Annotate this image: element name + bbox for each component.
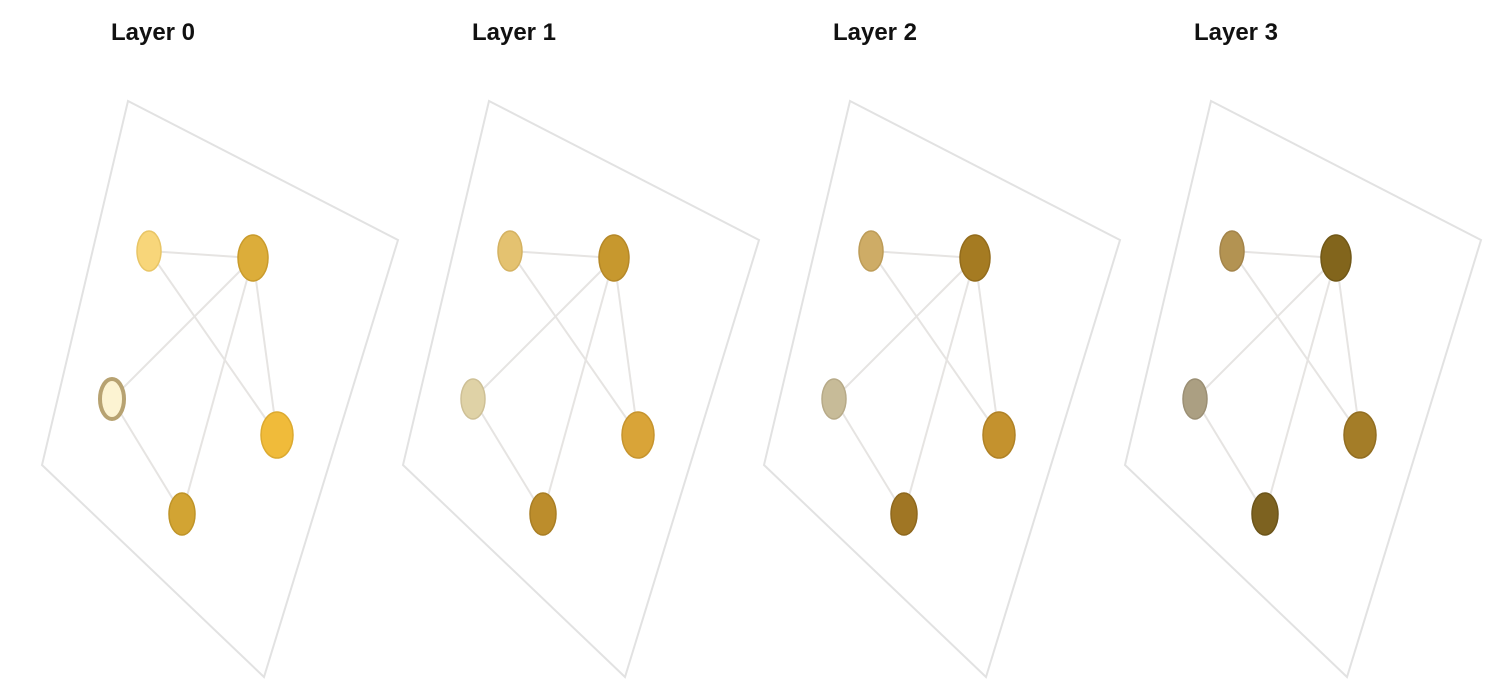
graph-node-1 bbox=[959, 234, 991, 282]
graph-edge-1-4 bbox=[181, 257, 254, 515]
graph-edge-1-2 bbox=[111, 257, 254, 400]
layer-plane-outline bbox=[1123, 99, 1483, 679]
graph-edge-2-4 bbox=[833, 398, 905, 515]
graph-edge-1-2 bbox=[833, 257, 976, 400]
graph-edge-0-1 bbox=[509, 250, 615, 259]
graph-edge-1-2 bbox=[472, 257, 615, 400]
graph-node-4 bbox=[168, 492, 196, 536]
graph-node-2 bbox=[1182, 378, 1208, 420]
graph-edge-2-4 bbox=[111, 398, 183, 515]
graph-node-2 bbox=[821, 378, 847, 420]
layer-panel-2: Layer 2 bbox=[762, 19, 1122, 679]
graph-node-3 bbox=[260, 411, 294, 459]
graph-edge-1-3 bbox=[1335, 257, 1361, 436]
graph-node-2 bbox=[98, 377, 126, 421]
graph-edge-1-2 bbox=[1194, 257, 1337, 400]
graph-edge-0-3 bbox=[1231, 250, 1361, 436]
graph-edge-2-4 bbox=[472, 398, 544, 515]
graph-edge-1-3 bbox=[974, 257, 1000, 436]
graph-node-2 bbox=[460, 378, 486, 420]
graph-edge-1-4 bbox=[1264, 257, 1337, 515]
graph-node-0 bbox=[497, 230, 523, 272]
graph-node-4 bbox=[890, 492, 918, 536]
layer-title: Layer 1 bbox=[472, 19, 556, 46]
graph-node-3 bbox=[982, 411, 1016, 459]
layer-panel-0: Layer 0 bbox=[40, 19, 400, 679]
graph-node-4 bbox=[529, 492, 557, 536]
graph-edge-0-3 bbox=[148, 250, 278, 436]
graph-node-3 bbox=[621, 411, 655, 459]
layer-plane-outline bbox=[401, 99, 761, 679]
graph-node-0 bbox=[858, 230, 884, 272]
graph-edge-0-1 bbox=[1231, 250, 1337, 259]
layer-title: Layer 0 bbox=[111, 19, 195, 46]
graph-edge-0-1 bbox=[870, 250, 976, 259]
graph-node-0 bbox=[1219, 230, 1245, 272]
graph-edge-1-3 bbox=[252, 257, 278, 436]
graph-node-1 bbox=[1320, 234, 1352, 282]
graph-edge-1-4 bbox=[542, 257, 615, 515]
graph-edge-0-3 bbox=[509, 250, 639, 436]
graph-edge-0-1 bbox=[148, 250, 254, 259]
graph-node-1 bbox=[598, 234, 630, 282]
layer-plane-outline bbox=[762, 99, 1122, 679]
layer-panel-3: Layer 3 bbox=[1123, 19, 1483, 679]
graph-edge-1-4 bbox=[903, 257, 976, 515]
layer-title: Layer 2 bbox=[833, 19, 917, 46]
layer-panel-1: Layer 1 bbox=[401, 19, 761, 679]
graph-node-3 bbox=[1343, 411, 1377, 459]
layer-title: Layer 3 bbox=[1194, 19, 1278, 46]
graph-node-1 bbox=[237, 234, 269, 282]
graph-node-4 bbox=[1251, 492, 1279, 536]
layer-plane-outline bbox=[40, 99, 400, 679]
graph-edge-1-3 bbox=[613, 257, 639, 436]
graph-node-0 bbox=[136, 230, 162, 272]
graph-edge-2-4 bbox=[1194, 398, 1266, 515]
graph-edge-0-3 bbox=[870, 250, 1000, 436]
